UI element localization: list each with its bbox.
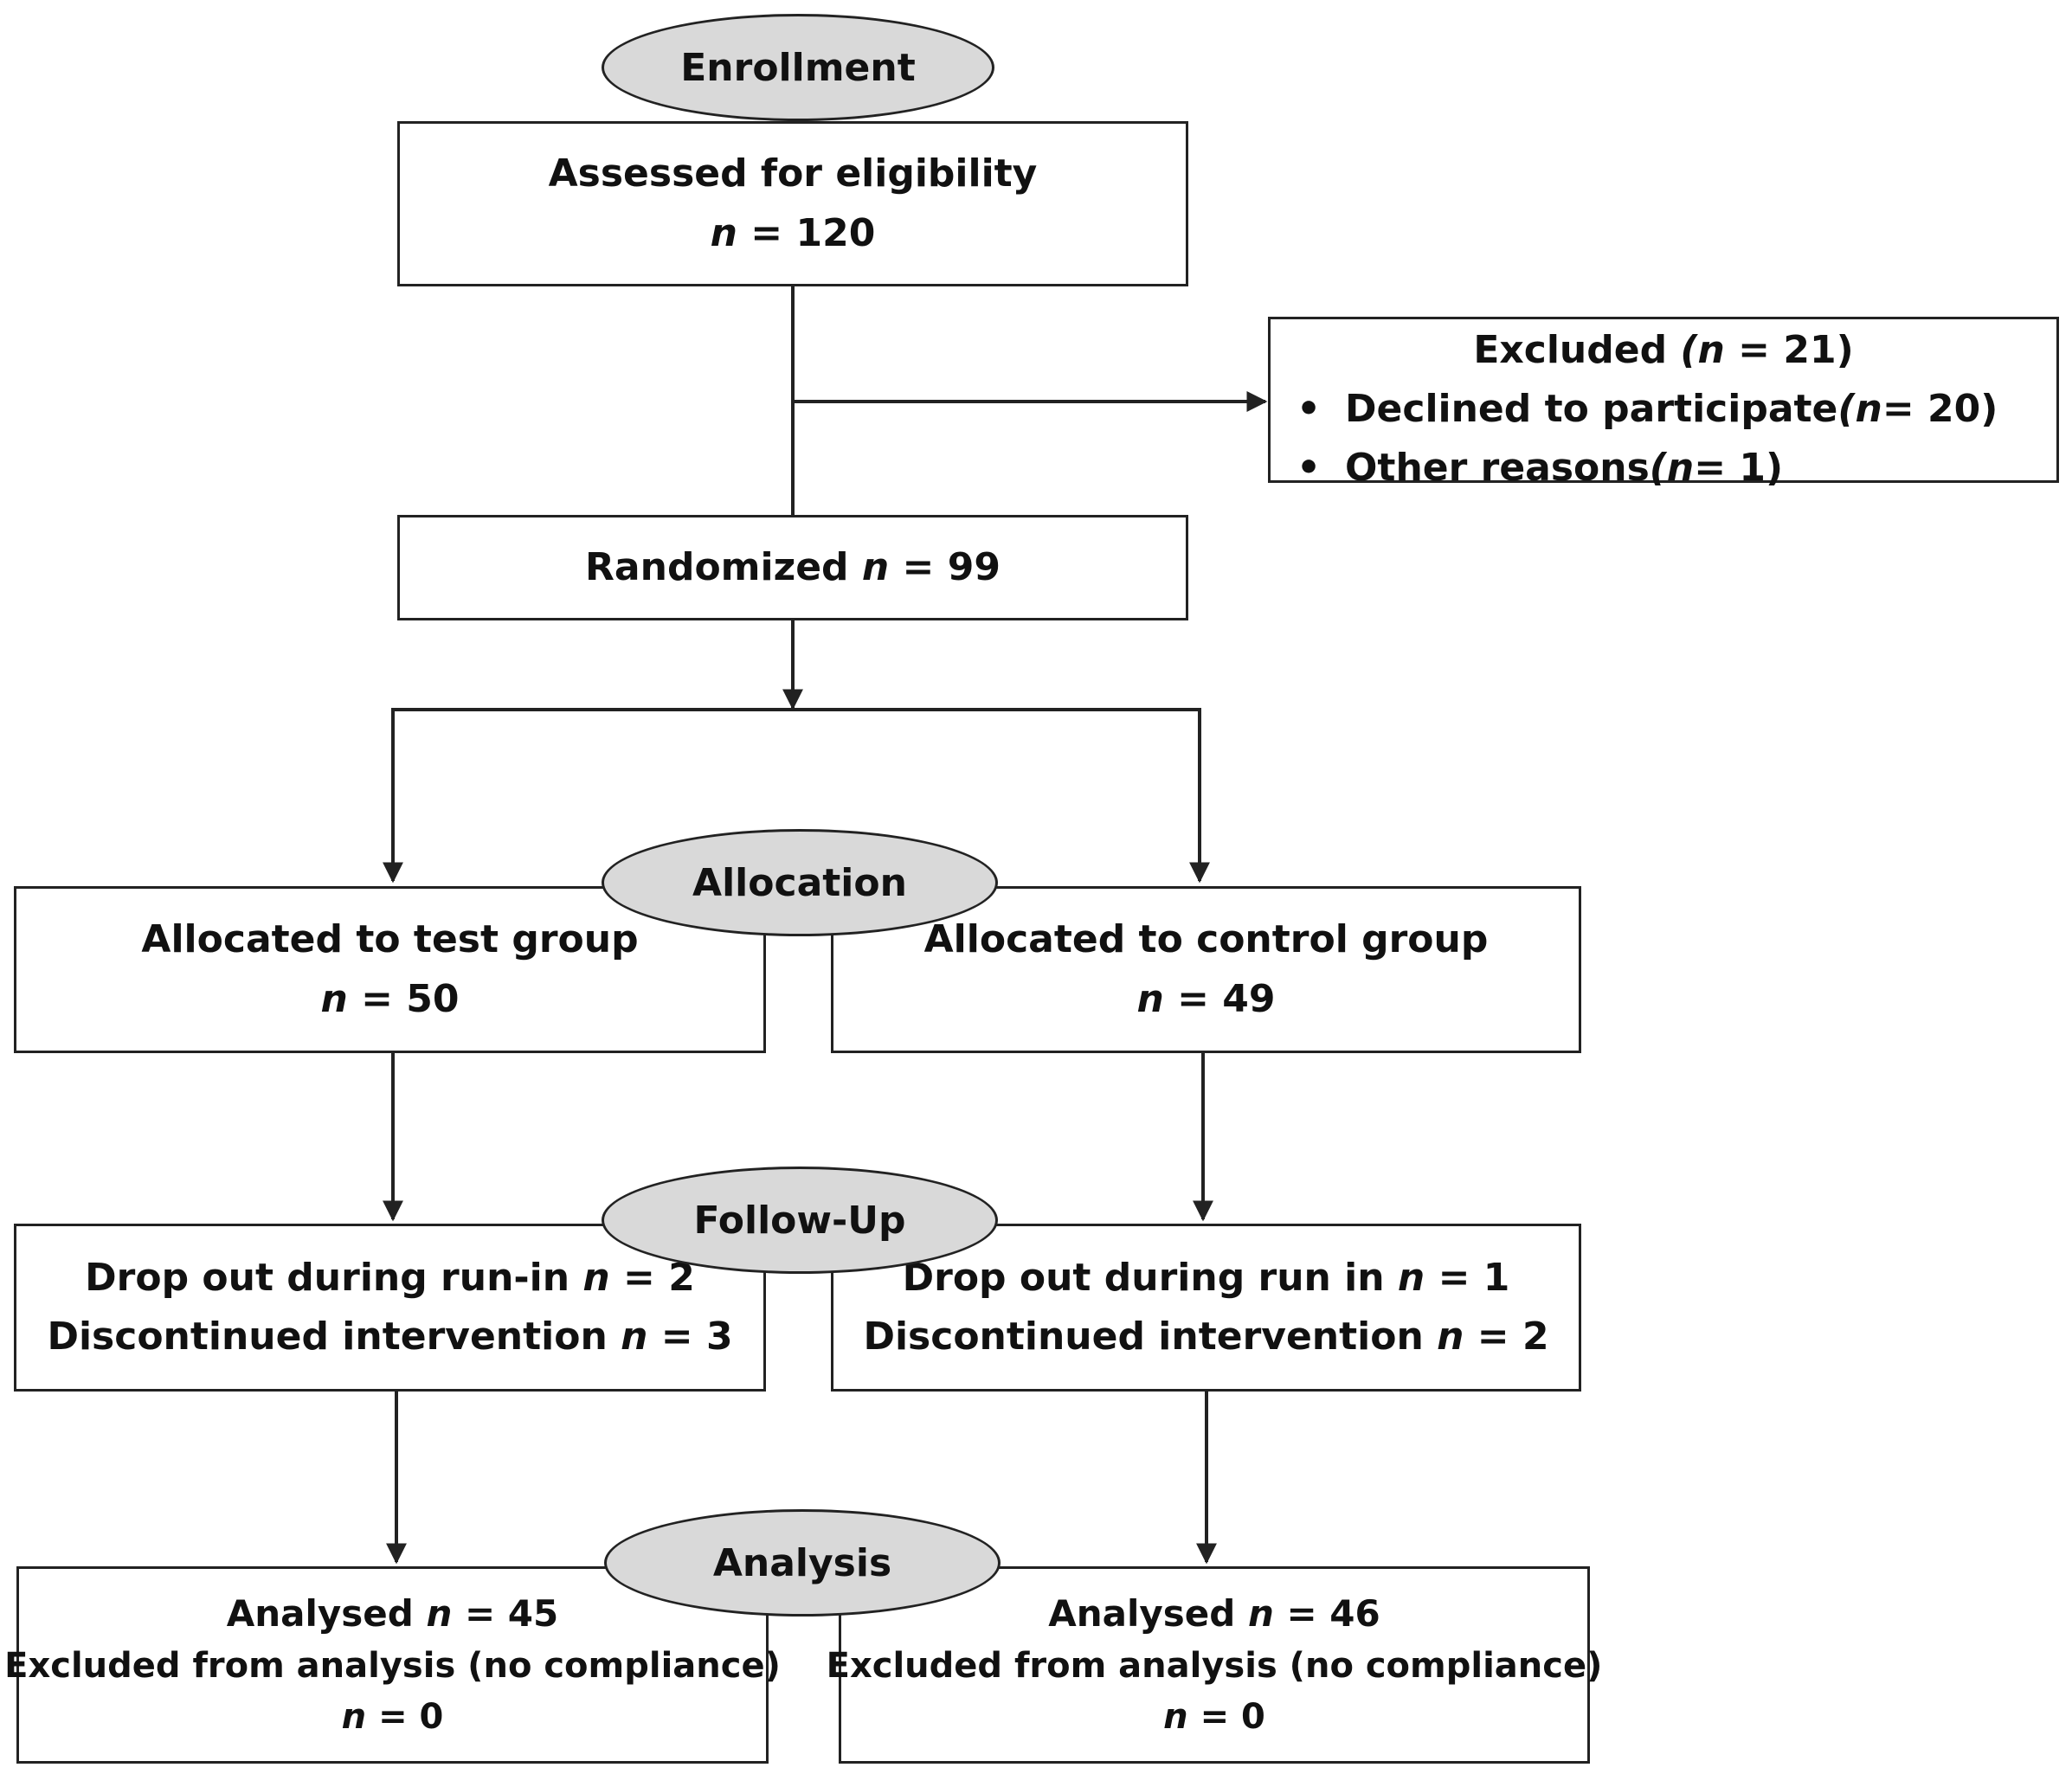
bullet-icon: • — [1297, 387, 1322, 432]
excluded-item-other: • Other reasons (n = 1) — [1271, 439, 2056, 498]
phase-enrollment-label: Enrollment — [680, 45, 916, 90]
phase-analysis: Analysis — [604, 1509, 1001, 1617]
phase-follow-up-label: Follow-Up — [693, 1198, 906, 1243]
excluded-box: Excluded (n = 21) • Declined to particip… — [1268, 317, 2059, 490]
test-analysed-line: Analysed n = 45 — [226, 1591, 559, 1635]
randomized-box: Randomized n = 99 — [397, 515, 1188, 620]
control-dropout-line: Drop out during run in n = 1 — [902, 1255, 1510, 1300]
control-analysis-box: Analysed n = 46 Excluded from analysis (… — [827, 1566, 1602, 1764]
excluded-title: Excluded (n = 21) — [1473, 328, 1854, 372]
test-excluded-analysis-line: Excluded from analysis (no compliance) — [4, 1645, 781, 1686]
control-analysed-line: Analysed n = 46 — [1048, 1591, 1380, 1635]
control-allocated-count: n = 49 — [1136, 976, 1276, 1021]
excluded-item-declined: • Declined to participate (n = 20) — [1271, 380, 2056, 439]
phase-enrollment: Enrollment — [602, 14, 994, 121]
bullet-icon: • — [1297, 446, 1322, 491]
test-discontinued-line: Discontinued intervention n = 3 — [47, 1314, 733, 1359]
randomized-label: Randomized n = 99 — [585, 544, 1001, 589]
control-discontinued-line: Discontinued intervention n = 2 — [863, 1314, 1549, 1359]
test-excluded-analysis-count: n = 0 — [341, 1697, 444, 1738]
assessed-title: Assessed for eligibility — [548, 151, 1038, 196]
phase-allocation-label: Allocation — [692, 860, 907, 905]
test-allocated-title: Allocated to test group — [141, 917, 639, 962]
phase-allocation: Allocation — [602, 829, 998, 936]
assessed-box: Assessed for eligibility n = 120 — [397, 121, 1188, 286]
control-excluded-analysis-count: n = 0 — [1163, 1697, 1265, 1738]
test-analysis-box: Analysed n = 45 Excluded from analysis (… — [4, 1566, 781, 1764]
control-allocated-title: Allocated to control group — [923, 917, 1489, 962]
phase-analysis-label: Analysis — [712, 1540, 892, 1585]
assessed-count: n = 120 — [710, 210, 876, 255]
control-excluded-analysis-line: Excluded from analysis (no compliance) — [826, 1645, 1603, 1686]
test-allocated-count: n = 50 — [320, 976, 460, 1021]
test-dropout-line: Drop out during run-in n = 2 — [85, 1255, 695, 1300]
phase-follow-up: Follow-Up — [602, 1167, 998, 1274]
